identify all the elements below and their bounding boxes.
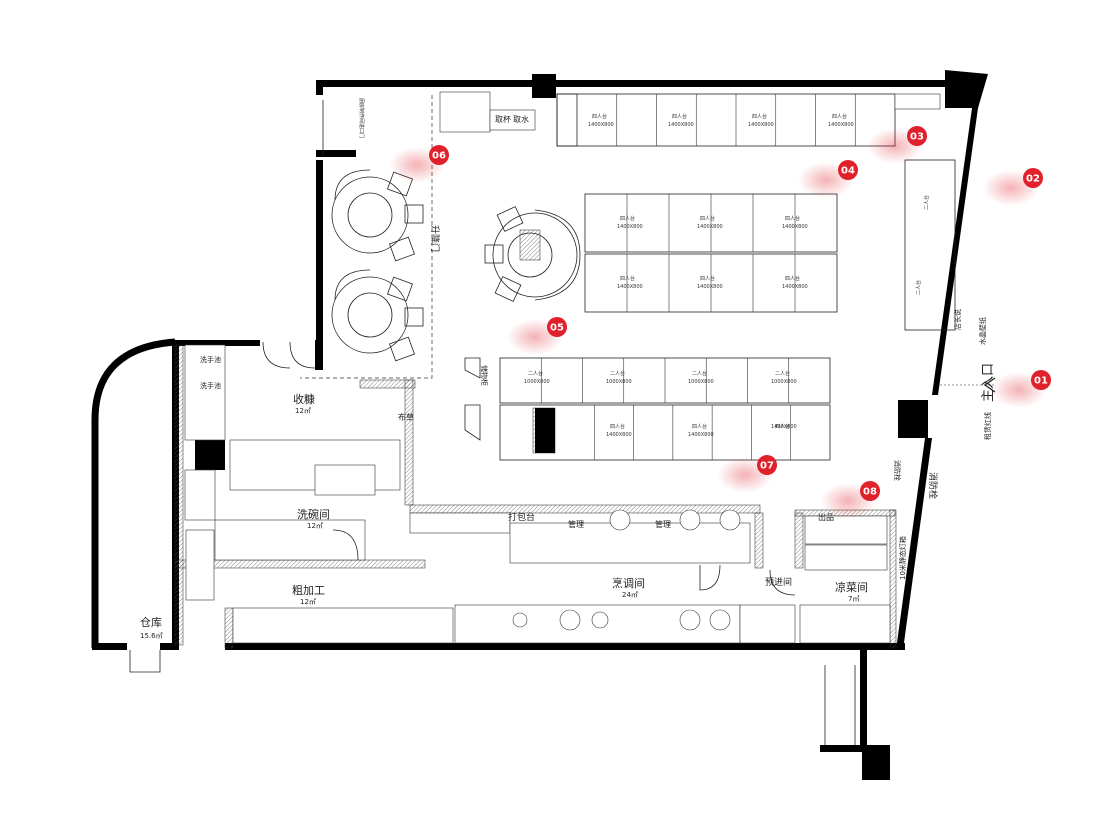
camera-marker-label: 04 bbox=[841, 166, 855, 177]
vertical-left-label: 厨房制作间进口门 bbox=[358, 98, 365, 138]
kitchen-area bbox=[129, 91, 941, 745]
storage-label: 储物柜 bbox=[480, 365, 489, 386]
camera-marker-dot bbox=[838, 160, 858, 180]
camera-marker-label: 06 bbox=[432, 151, 446, 162]
room-cooking-area: 24㎡ bbox=[622, 591, 638, 599]
table-size: 1000X800 bbox=[606, 379, 632, 385]
table-label: 二人台 bbox=[775, 370, 790, 377]
table-label: 四人台 bbox=[592, 113, 607, 120]
long-table-label: 店长说 bbox=[953, 309, 962, 330]
table-label: 四人台 bbox=[692, 423, 707, 430]
table-size: 1400X800 bbox=[782, 284, 808, 290]
camera-marker-06: 06 bbox=[389, 145, 449, 183]
camera-marker-label: 05 bbox=[550, 323, 564, 334]
table-dividers bbox=[540, 94, 856, 460]
camera-marker-label: 03 bbox=[910, 132, 924, 143]
room-pre: 预进间 bbox=[765, 576, 792, 588]
table-label: 四人台 bbox=[785, 215, 800, 222]
wash-basin-label-1: 洗手池 bbox=[200, 355, 221, 364]
camera-marker-dot bbox=[547, 317, 567, 337]
room-receiving: 收糠 bbox=[293, 392, 315, 406]
camera-marker-02: 02 bbox=[983, 168, 1043, 206]
wash-basin-label-2: 洗手池 bbox=[200, 381, 221, 390]
table-label: 二人台 bbox=[923, 195, 930, 210]
table-label: 二人台 bbox=[528, 370, 543, 377]
room-dishwashing-area: 12㎡ bbox=[307, 522, 323, 530]
room-labels: 收糠 12㎡ 洗碗间 12㎡ 粗加工 12㎡ 仓库 15.6㎡ 烹调间 24㎡ … bbox=[140, 392, 868, 640]
table-size: 1400X800 bbox=[606, 432, 632, 438]
camera-marker-08: 08 bbox=[820, 481, 880, 519]
camera-marker-dot bbox=[907, 126, 927, 146]
pickup-label-2: 取水 bbox=[513, 114, 529, 124]
camera-marker-03: 03 bbox=[867, 126, 927, 164]
room-warehouse: 仓库 bbox=[140, 615, 162, 629]
camera-marker-04: 04 bbox=[798, 160, 858, 198]
room-cooking: 烹调间 bbox=[612, 576, 645, 590]
camera-marker-07: 07 bbox=[717, 455, 777, 493]
red-line-label: 租赁红线 bbox=[983, 412, 992, 440]
table-size: 1400X800 bbox=[748, 122, 774, 128]
dining-area bbox=[262, 93, 956, 461]
room-cold-dish-area: 7㎡ bbox=[848, 595, 859, 603]
table-label: 四人台 bbox=[832, 113, 847, 120]
room-dishwashing: 洗碗间 bbox=[297, 507, 330, 521]
table-label: 四人台 bbox=[620, 215, 635, 222]
camera-marker-dot bbox=[1031, 370, 1051, 390]
camera-marker-05: 05 bbox=[507, 317, 567, 355]
table-size: 1000X800 bbox=[524, 379, 550, 385]
table-size: 1000X800 bbox=[688, 379, 714, 385]
cloth-label: 布草 bbox=[398, 412, 414, 422]
table-size: 1400X800 bbox=[617, 224, 643, 230]
camera-marker-dot bbox=[860, 481, 880, 501]
exhaust-label-1: 管理 bbox=[568, 519, 584, 529]
table-size: 1400X800 bbox=[771, 424, 797, 430]
light-box-label: 10米静态灯箱 bbox=[898, 536, 907, 580]
camera-marker-dot bbox=[429, 145, 449, 165]
table-label: 二人台 bbox=[610, 370, 625, 377]
table-label: 四人台 bbox=[775, 423, 790, 430]
table-size: 1400X800 bbox=[782, 224, 808, 230]
table-label: 四人台 bbox=[700, 215, 715, 222]
vertical-right-label: 消防栓 bbox=[893, 460, 902, 481]
table-size: 1400X800 bbox=[697, 224, 723, 230]
camera-marker-label: 08 bbox=[863, 487, 877, 498]
camera-marker-label: 02 bbox=[1026, 174, 1040, 185]
pack-table-label: 打包台 bbox=[508, 511, 535, 523]
table-size: 1400X800 bbox=[688, 432, 714, 438]
room-rough-processing: 粗加工 bbox=[292, 584, 325, 597]
room-rough-processing-area: 12㎡ bbox=[300, 598, 316, 606]
table-size: 1400X800 bbox=[697, 284, 723, 290]
camera-marker-label: 07 bbox=[760, 461, 774, 472]
table-size: 1400X800 bbox=[588, 122, 614, 128]
camera-markers: 01 02 03 04 05 06 07 08 bbox=[389, 126, 1051, 519]
table-label: 四人台 bbox=[672, 113, 687, 120]
camera-marker-label: 01 bbox=[1034, 376, 1048, 387]
lift-door-label: 升降门 bbox=[429, 225, 441, 252]
camera-marker-01: 01 bbox=[991, 370, 1051, 408]
table-label: 二人台 bbox=[915, 280, 922, 295]
pickup-label-1: 取杯 bbox=[495, 114, 511, 124]
table-size: 1400X800 bbox=[828, 122, 854, 128]
room-warehouse-area: 15.6㎡ bbox=[140, 632, 163, 640]
table-labels: 四人台 1400X800 四人台 1400X800 四人台 1400X800 四… bbox=[524, 113, 930, 438]
table-label: 四人台 bbox=[785, 275, 800, 282]
table-label: 四人台 bbox=[620, 275, 635, 282]
table-size: 1400X800 bbox=[668, 122, 694, 128]
room-receiving-area: 12㎡ bbox=[295, 407, 311, 415]
table-label: 四人台 bbox=[700, 275, 715, 282]
camera-marker-dot bbox=[1023, 168, 1043, 188]
camera-marker-dot bbox=[757, 455, 777, 475]
pass-counter-label: 出品 bbox=[818, 512, 834, 522]
room-cold-dish: 凉菜间 bbox=[835, 580, 868, 594]
table-size: 1000X800 bbox=[771, 379, 797, 385]
fire-hydrant-label: 消防栓 bbox=[927, 472, 939, 499]
exhaust-label-2: 管理 bbox=[655, 519, 671, 529]
table-label: 四人台 bbox=[752, 113, 767, 120]
table-label: 四人台 bbox=[610, 423, 625, 430]
table-label: 二人台 bbox=[692, 370, 707, 377]
crystal-lamp-label: 水晶壁纸 bbox=[978, 317, 987, 345]
table-size: 1400X800 bbox=[617, 284, 643, 290]
